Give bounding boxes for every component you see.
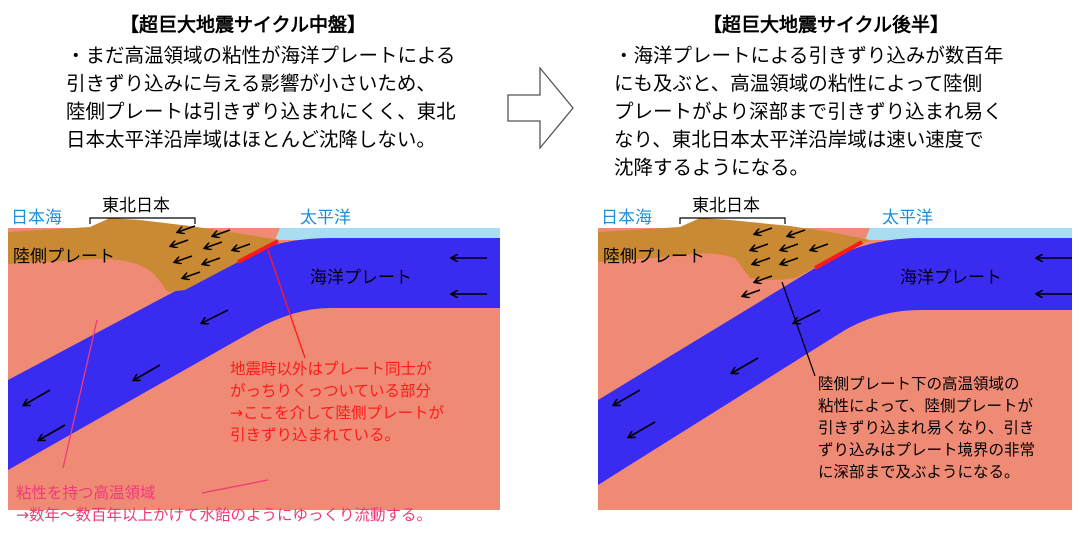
left-locked-note-line: →ここを介して陸側プレートが [230,404,445,422]
arrow-icon [781,257,799,264]
arrow-icon [629,421,656,437]
arrow-icon [134,364,161,380]
left-ocean-plate-label: 海洋プレート [310,268,412,288]
right-description-line: なり、東北日本太平洋沿岸域は速い速度で [614,128,984,151]
left-locked-note: 地震時以外はプレート同士が がっちりくっついている部分 →ここを介して陸側プレー… [230,358,444,446]
arrow-icon [788,229,806,236]
arrow-icon [753,257,771,264]
right-sea [865,228,1072,240]
left-viscous-note: 粘性を持つ高温領域 →数年～数百年以上かけて水飴のようにゆっくり流動する。 [16,482,432,526]
left-land-arrows [171,225,251,278]
right-note: 陸側プレート下の高温領域の 粘性によって、陸側プレートが 引きずり込まれ易くなり… [818,373,1035,483]
arrow-icon [732,357,759,373]
left-description-line: 日本太平洋沿岸域はほとんど沈降しない。 [66,128,436,151]
right-tohoku-label: 東北日本 [692,196,760,216]
left-viscous-leader-2 [201,479,269,494]
right-land-plate-label: 陸側プレート [603,247,705,267]
right-ocean-plate [598,238,1072,485]
arrow-icon [205,241,223,248]
left-japan-sea-label: 日本海 [11,208,62,228]
right-note-line: 陸側プレート下の高温領域の [818,375,1020,393]
left-locked-note-line: 引きずり込まれている。 [230,426,401,444]
right-note-line: に深部まで及ぶようになる。 [818,463,1020,481]
left-viscous-note-line: →数年～数百年以上かけて水飴のようにゆっくり流動する。 [16,506,432,524]
right-note-line: ずり込みはプレート境界の非常 [818,441,1036,459]
left-sea [275,228,500,240]
right-note-line: 粘性によって、陸側プレートが [818,397,1033,415]
left-land-plate-label: 陸側プレート [13,247,115,267]
right-note-leader [781,281,816,377]
right-description-line: にも及ぶと、高温領域の粘性によって陸側 [614,72,983,95]
left-description: ・まだ高温領域の粘性が海洋プレートによる 引きずり込みに与える影響が小さいため、… [66,42,456,154]
right-description-line: プレートがより深部まで引きずり込まれ易く [614,100,1003,123]
arrow-icon [794,309,821,323]
arrow-icon [39,424,66,440]
left-locked-zone [237,239,279,264]
right-locked-zone [814,240,863,270]
arrow-icon [213,229,231,236]
right-japan-sea-label: 日本海 [601,208,652,228]
right-ocean-plate-label: 海洋プレート [900,268,1002,288]
left-ocean-arrows [24,258,487,440]
arrow-icon [24,389,51,405]
arrow-icon [755,227,773,234]
left-description-line: ・まだ高温領域の粘性が海洋プレートによる [66,44,456,67]
right-description-line: ・海洋プレートによる引きずり込みが数百年 [614,44,1004,67]
arrow-icon [178,225,196,232]
left-locked-leader [267,249,306,359]
right-note-line: 引きずり込まれ易くなり、引き [818,419,1035,437]
arrow-icon [614,389,641,405]
left-title: 【超巨大地震サイクル中盤】 [120,14,367,36]
arrow-icon [751,243,769,250]
right-land-plate [598,218,870,280]
arrow-icon [781,243,799,250]
right-land-arrows [743,227,829,296]
left-locked-note-line: 地震時以外はプレート同士が [230,360,432,378]
right-ocean-arrows [614,258,1072,437]
arrow-icon [183,271,201,278]
arrow-icon [743,289,761,296]
left-description-line: 引きずり込みに与える影響が小さいため、 [66,72,436,95]
right-pacific-label: 太平洋 [882,208,933,228]
left-pacific-label: 太平洋 [300,208,351,228]
right-description: ・海洋プレートによる引きずり込みが数百年 にも及ぶと、高温領域の粘性によって陸側… [614,42,1003,182]
arrow-icon [175,255,193,262]
right-title: 【超巨大地震サイクル後半】 [703,14,950,36]
left-tohoku-label: 東北日本 [102,196,170,216]
arrow-icon [811,243,829,250]
arrow-icon [233,243,251,250]
arrow-icon [171,239,189,246]
arrow-icon [755,275,773,282]
left-viscous-leader-1 [62,319,98,469]
left-viscous-note-line: 粘性を持つ高温領域 [16,484,156,502]
left-ocean-plate [8,238,500,470]
right-tohoku-bracket [679,217,786,224]
right-description-line: 沈降するようになる。 [614,156,810,179]
arrow-icon [203,257,221,264]
left-description-line: 陸側プレートは引きずり込まれにくく、東北 [66,100,456,123]
left-tohoku-bracket [89,217,196,224]
left-locked-note-line: がっちりくっついている部分 [230,382,432,400]
arrow-icon [202,309,229,323]
